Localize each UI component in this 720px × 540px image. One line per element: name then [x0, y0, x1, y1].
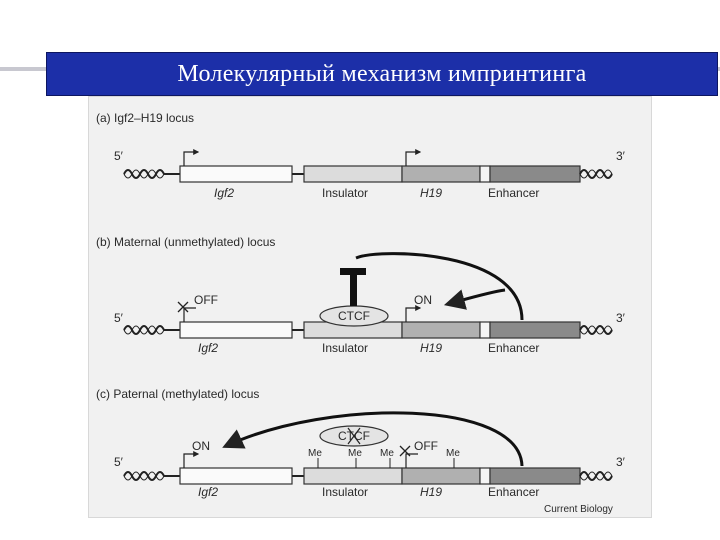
panel-a-3prime: 3′ [616, 149, 626, 163]
figure-source: Current Biology [544, 504, 613, 515]
panel-b-dna-right [579, 325, 613, 335]
panel-b-enhancer-label: Enhancer [488, 341, 539, 355]
panel-b-enhancer-arrow [443, 288, 506, 310]
panel-a-enhancer-label: Enhancer [488, 186, 539, 200]
panel-a-enhancer-region [489, 165, 581, 183]
panel-b-h19-gene [401, 321, 481, 339]
panel-a-insulator-label: Insulator [322, 186, 368, 200]
panel-a-h19-gene [401, 165, 481, 183]
panel-b-5prime: 5′ [114, 311, 124, 325]
panel-b-insulator-label: Insulator [322, 341, 368, 355]
panel-a-igf2-label: Igf2 [214, 186, 234, 200]
panel-b-enhancer-loop [355, 252, 524, 321]
panel-c-enhancer-arrow [222, 411, 524, 467]
panel-b-3prime: 3′ [616, 311, 626, 325]
slide-title: Молекулярный механизм импринтинга [177, 60, 587, 87]
panel-c-enhancer-region [489, 467, 581, 485]
panel-a-dna-left [123, 169, 165, 179]
panel-c-me-3: Me [380, 448, 394, 459]
panel-c-h19-gene [401, 467, 481, 485]
panel-a-h19-promoter-arrow [405, 149, 422, 166]
panel-b-block-stem [350, 270, 357, 306]
panel-b-enhancer-region [489, 321, 581, 339]
panel-b-on-label: ON [414, 293, 432, 307]
panel-c-on-label: ON [192, 439, 210, 453]
panel-b-dna-left [123, 325, 165, 335]
panel-c-igf2-gene [179, 467, 293, 485]
panel-c-dna-left [123, 471, 165, 481]
panel-a-heading: (a) Igf2–H19 locus [96, 111, 194, 125]
panel-c-h19-label: H19 [420, 485, 442, 499]
panel-b-block-bar [340, 268, 366, 275]
panel-b-off-label: OFF [194, 293, 218, 307]
panel-a-dna-right [579, 169, 613, 179]
title-bar: Молекулярный механизм импринтинга [46, 52, 718, 96]
panel-b-h19-label: H19 [420, 341, 442, 355]
panel-b-ctcf-label: CTCF [338, 309, 370, 323]
panel-c-enhancer-label: Enhancer [488, 485, 539, 499]
panel-a-5prime: 5′ [114, 149, 124, 163]
panel-c-igf2-label: Igf2 [198, 485, 218, 499]
panel-c-ctcf-cross [347, 427, 361, 445]
panel-b-igf2-label: Igf2 [198, 341, 218, 355]
panel-c-dna-right [579, 471, 613, 481]
panel-a-igf2-promoter-arrow [183, 149, 200, 166]
panel-a-igf2-gene [179, 165, 293, 183]
panel-c-me-4: Me [446, 448, 460, 459]
panel-c-insulator-label: Insulator [322, 485, 368, 499]
panel-c-me-2: Me [348, 448, 362, 459]
panel-a-h19-label: H19 [420, 186, 442, 200]
panel-c-insulator-region [303, 467, 403, 485]
panel-b-igf2-gene [179, 321, 293, 339]
panel-c-off-label: OFF [414, 439, 438, 453]
panel-c-me-1: Me [308, 448, 322, 459]
panel-a-insulator-region [303, 165, 403, 183]
panel-c-5prime: 5′ [114, 455, 124, 469]
panel-c-heading: (c) Paternal (methylated) locus [96, 387, 259, 401]
panel-c-h19-off-cross [399, 445, 411, 457]
panel-b-igf2-off-cross [177, 301, 189, 313]
panel-c-3prime: 3′ [616, 455, 626, 469]
panel-b-heading: (b) Maternal (unmethylated) locus [96, 235, 275, 249]
